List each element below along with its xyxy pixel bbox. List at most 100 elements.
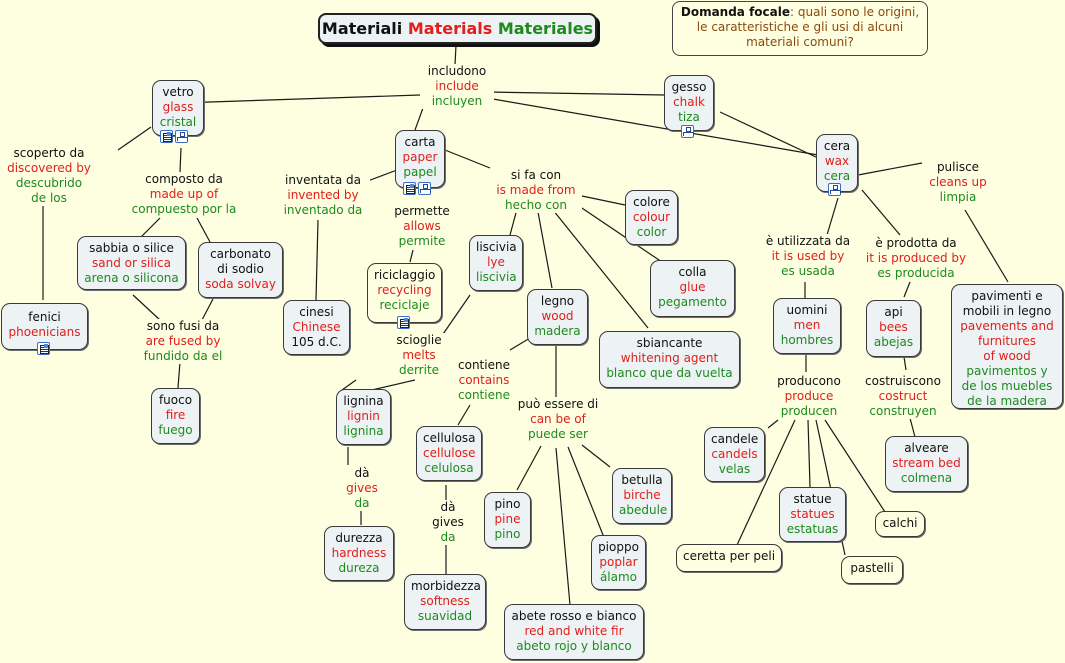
focal-question-label: Domanda focale bbox=[680, 5, 791, 19]
concept-ceretta-per-peli[interactable]: ceretta per peli bbox=[676, 544, 782, 572]
resource-document-icon[interactable] bbox=[403, 182, 416, 195]
resource-document-icon[interactable] bbox=[37, 342, 50, 355]
connector-line bbox=[414, 107, 424, 131]
concept-map-link-icon[interactable] bbox=[681, 125, 694, 138]
connector-line bbox=[903, 281, 911, 298]
connector-line bbox=[824, 419, 886, 513]
connector-line bbox=[567, 446, 606, 541]
concept-map-link-icon[interactable] bbox=[418, 182, 431, 195]
connector-line bbox=[177, 361, 181, 389]
vetro-icons bbox=[160, 130, 188, 143]
connector-line bbox=[964, 209, 1009, 283]
connector-line bbox=[364, 169, 398, 183]
cera-icons bbox=[828, 183, 841, 196]
riciclaggio-icons bbox=[397, 316, 410, 329]
connector-line bbox=[719, 111, 819, 159]
connector-line bbox=[903, 356, 907, 371]
connector-line bbox=[767, 419, 779, 429]
connector-line bbox=[807, 419, 811, 488]
connector-line bbox=[581, 195, 626, 206]
connector-line bbox=[132, 294, 161, 321]
concept-pastelli[interactable]: pastelli bbox=[841, 556, 903, 584]
connector-line bbox=[139, 217, 161, 239]
fenici-icons bbox=[37, 342, 50, 355]
connector-line bbox=[537, 211, 553, 289]
focal-question-text: quali sono le origini, le caratteristich… bbox=[696, 5, 920, 49]
connector-line bbox=[552, 209, 649, 329]
connector-line bbox=[569, 199, 663, 263]
connector-line bbox=[486, 91, 666, 96]
connector-line bbox=[439, 147, 491, 169]
concept-map-link-icon[interactable] bbox=[175, 130, 188, 143]
concept-map-link-icon[interactable] bbox=[828, 183, 841, 196]
connector-line bbox=[341, 379, 357, 391]
connector-line bbox=[409, 249, 414, 263]
connector-line bbox=[736, 419, 796, 546]
connector-line bbox=[857, 162, 923, 176]
connector-line bbox=[555, 447, 571, 606]
connector-line bbox=[117, 126, 152, 151]
connector-line bbox=[516, 445, 542, 491]
connector-line bbox=[581, 444, 611, 468]
resource-document-icon[interactable] bbox=[160, 130, 173, 143]
connector-line bbox=[201, 296, 215, 321]
concept-calchi[interactable]: calchi bbox=[875, 511, 925, 537]
connector-line bbox=[457, 404, 471, 426]
connector-line bbox=[909, 417, 916, 438]
connector-line bbox=[179, 147, 182, 173]
connector-line bbox=[315, 219, 319, 301]
gesso-icons bbox=[681, 125, 694, 138]
connector-line bbox=[371, 379, 416, 391]
connector-line bbox=[454, 44, 457, 66]
resource-document-icon[interactable] bbox=[397, 316, 410, 329]
connector-line bbox=[486, 97, 819, 156]
connector-line bbox=[179, 94, 421, 104]
connector-line bbox=[196, 217, 211, 243]
